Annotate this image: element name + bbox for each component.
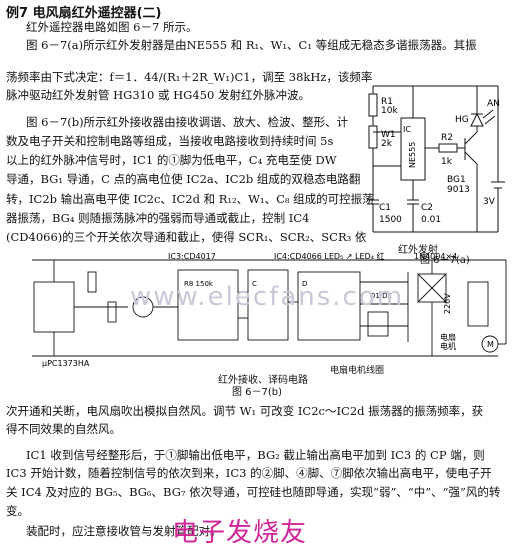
svg-text:C1: C1 bbox=[379, 203, 391, 213]
svg-text:AN: AN bbox=[487, 99, 500, 109]
paragraph-line: 以上的红外脉冲信号时，IC1 的①脚为低电平，C₄ 充电至使 DW bbox=[6, 153, 337, 167]
ir-receiver-schematic: IC3:CD4017 IC4:CD4066 LED₅ ↗ LED₄ 红 1N40… bbox=[32, 252, 507, 368]
svg-text:R1: R1 bbox=[381, 97, 393, 107]
paragraph-line: 数及电子开关和控制电路等组成，当接收电路接收到持续时间 5s bbox=[6, 134, 334, 148]
svg-text:电扇: 电扇 bbox=[440, 332, 456, 342]
figure-b-motor-caption: 电扇电机线圈 bbox=[330, 366, 385, 376]
paragraph-line: IC1 收到信号经整形后，于①脚输出低电平，BG₂ 截止输出高电平加到 IC3 … bbox=[26, 448, 485, 462]
svg-text:10k: 10k bbox=[381, 106, 398, 116]
svg-text:W1: W1 bbox=[381, 130, 396, 140]
svg-text:HG: HG bbox=[455, 115, 469, 125]
svg-text:0.01: 0.01 bbox=[421, 215, 441, 225]
paragraph-line: 图 6－7(a)所示红外发射器是由NE555 和 R₁、W₁、C₁ 等组成无稳态… bbox=[26, 38, 477, 52]
watermark-logo: 电子发烧友 bbox=[172, 518, 308, 548]
svg-text:C: C bbox=[252, 280, 257, 288]
svg-text:NE555: NE555 bbox=[408, 142, 417, 168]
ic3-label: IC3:CD4017 bbox=[168, 252, 216, 261]
paragraph-line: (CD4066)的三个开关依次导通和截止，使得 SCR₁、SCR₂、SCR₃ 依 bbox=[6, 230, 367, 244]
paragraph-line: 图 6－7(b)所示红外接收器由接收调谐、放大、检波、整形、计 bbox=[26, 115, 349, 129]
ir-transmitter-schematic: R1 10k W1 2k IC NE555 C1 1500 C2 0.01 R2… bbox=[367, 85, 505, 233]
paragraph-line: 转，IC2b 输出高电平使 IC2c、IC2d 和 R₁₂、W₁、C₈ 组成的可… bbox=[6, 192, 374, 206]
svg-text:IC4:CD4066 LED₅ ↗ LED₄ 红: IC4:CD4066 LED₅ ↗ LED₄ 红 bbox=[274, 252, 384, 261]
figure-b-number: 图 6－7(b) bbox=[232, 387, 283, 398]
svg-text:220V: 220V bbox=[443, 293, 452, 314]
paragraph-line: 关 IC4 及对应的 BG₅、BG₆、BG₇ 依次导通，可控硅也随即导通，实现“… bbox=[6, 485, 501, 499]
svg-text:1k: 1k bbox=[441, 157, 453, 167]
figure-a-number: 图 6－7(a) bbox=[420, 255, 470, 266]
svg-text:C2: C2 bbox=[421, 203, 433, 213]
svg-text:1500: 1500 bbox=[379, 215, 402, 225]
svg-text:μPC1373HA: μPC1373HA bbox=[42, 359, 90, 368]
svg-text:R8 150k: R8 150k bbox=[184, 280, 214, 288]
paragraph-line: 变。 bbox=[6, 504, 29, 518]
paragraph-line: 红外遥控器电路如图 6－7 所示。 bbox=[26, 20, 198, 34]
svg-text:R2: R2 bbox=[441, 133, 453, 143]
paragraph-line: 次开通和关断，电风扇吹出模拟自然风。调节 W₁ 可改变 IC2c～IC2d 振荡… bbox=[6, 404, 484, 418]
site-watermark: www.elecfans.com bbox=[130, 282, 405, 312]
figure-b-caption: 红外接收、译码电路 bbox=[218, 375, 308, 386]
svg-text:电机: 电机 bbox=[440, 341, 456, 351]
section-title: 例7 电风扇红外遥控器(二) bbox=[6, 6, 162, 21]
paragraph-line: 脉冲驱动红外发射管 HG310 或 HG450 发射红外脉冲波。 bbox=[6, 88, 310, 102]
figure-a-caption: 红外发射 bbox=[398, 245, 438, 256]
svg-text:3V: 3V bbox=[483, 197, 496, 207]
paragraph-line: 荡频率由下式决定：f＝1．44/(R₁＋2R_W₁)C1，调至 38kHz，该频… bbox=[6, 70, 373, 84]
svg-text:M: M bbox=[487, 340, 494, 349]
svg-text:1N4004×4: 1N4004×4 bbox=[414, 252, 457, 261]
paragraph-line: 器振荡，BG₄ 则随振荡脉冲的强弱而导通或截止，控制 IC4 bbox=[6, 211, 310, 225]
svg-text:IC: IC bbox=[403, 125, 411, 134]
paragraph-line: 得不同效果的自然风。 bbox=[6, 422, 121, 436]
svg-text:D: D bbox=[302, 280, 307, 288]
svg-text:2k: 2k bbox=[381, 139, 393, 149]
paragraph-line: 装配时，应注意接收管与发射管配对。 bbox=[26, 524, 222, 538]
svg-text:9013: 9013 bbox=[447, 185, 470, 195]
svg-text:BG1: BG1 bbox=[447, 175, 466, 185]
paragraph-line: 导通，BG₁ 导通，C 点的高电位使 IC2a、IC2b 组成的双稳态电路翻 bbox=[6, 172, 361, 186]
paragraph-line: IC3 开始计数，随着控制信号的依次到来，IC3 的②脚、④脚、⑦脚依次输出高电… bbox=[6, 466, 492, 480]
svg-text:D1 D2: D1 D2 bbox=[370, 292, 392, 300]
